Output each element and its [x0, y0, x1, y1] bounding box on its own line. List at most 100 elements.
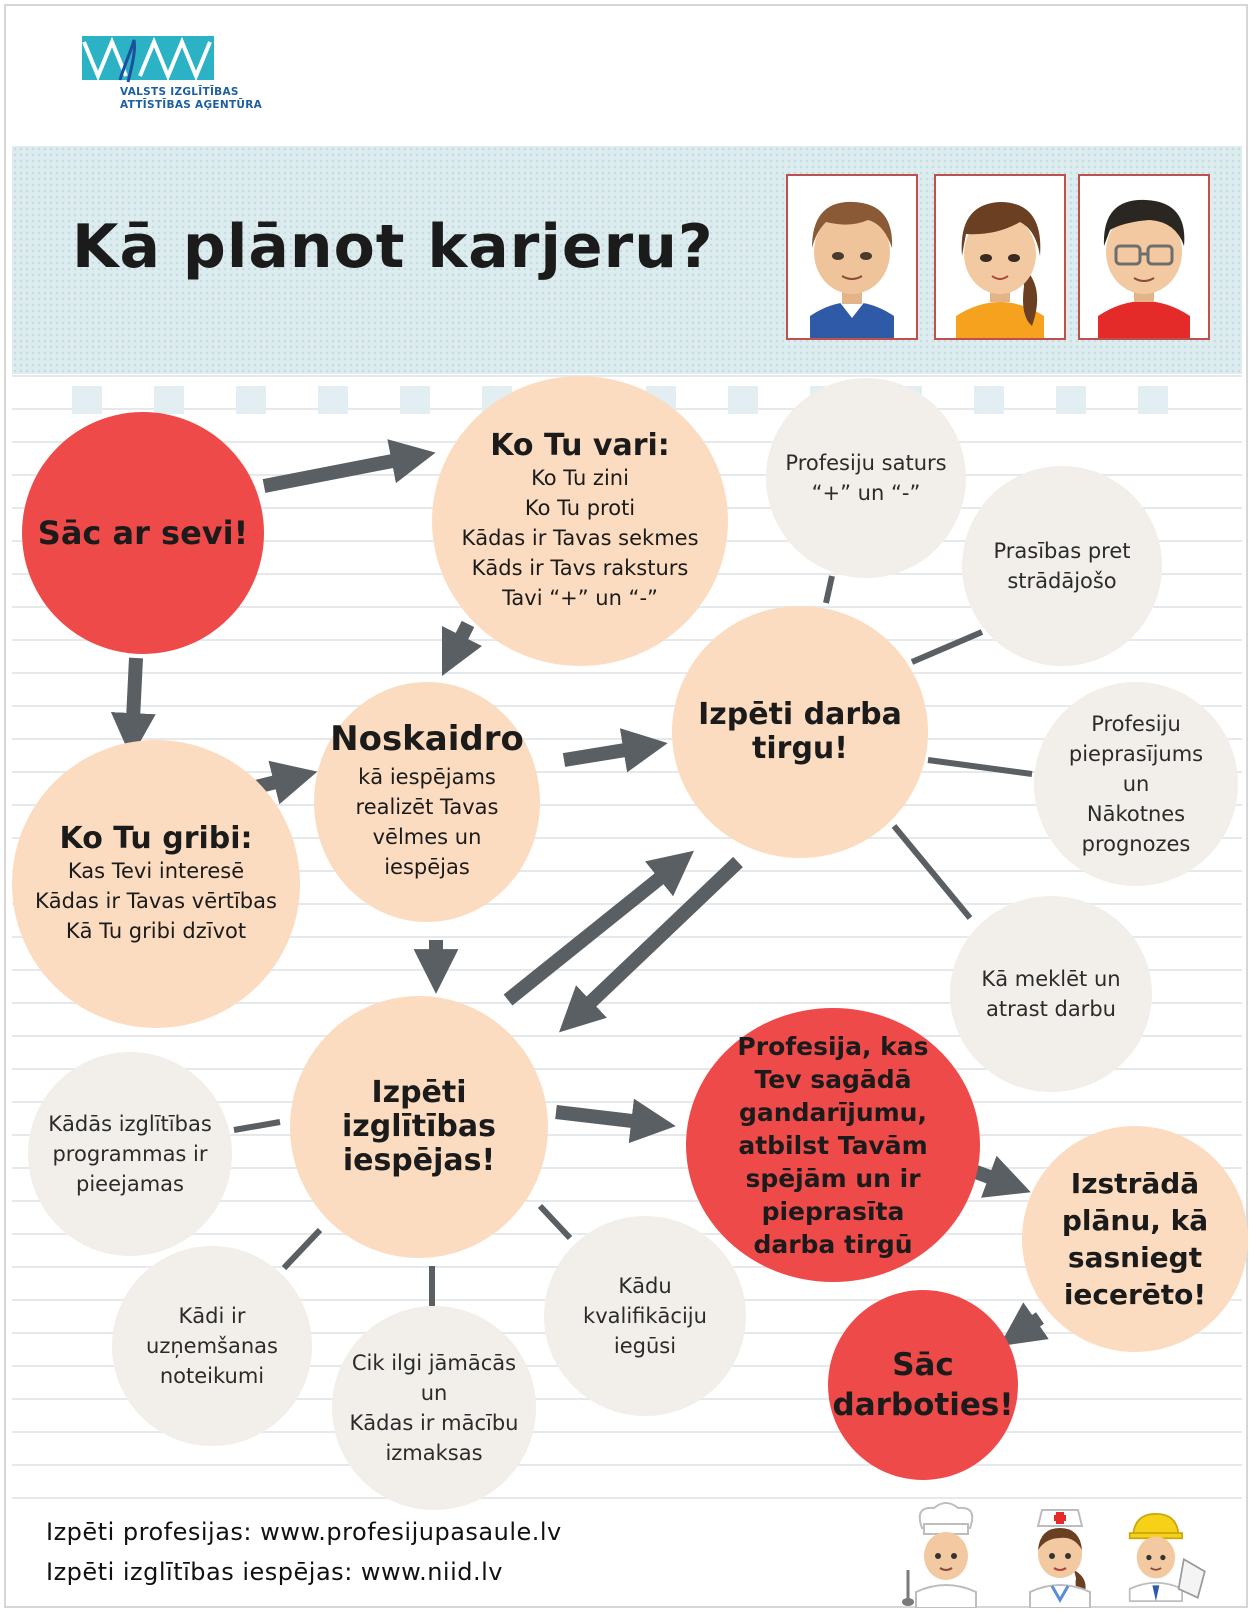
page-title: Kā plānot karjeru? [72, 212, 714, 282]
connector-market-content [823, 575, 835, 604]
node-education-line: iespējas! [342, 1143, 496, 1178]
topic-profession-content: Profesiju saturs “+” un “-” [766, 378, 966, 578]
node-profession-line: Profesija, kas [737, 1031, 929, 1061]
node-can-line: Kādas ir Tavas sekmes [461, 526, 699, 550]
binder-tab [154, 386, 184, 414]
node-start-label: Sāc ar sevi! [37, 514, 249, 552]
topic-line: Kādu [618, 1274, 672, 1298]
node-plan-line: sasniegt [1067, 1241, 1203, 1274]
connector-market-demand [927, 757, 1033, 777]
agency-logo [82, 36, 214, 83]
node-profession-line: Tev sagādā [754, 1064, 912, 1094]
page-frame [4, 4, 1248, 1608]
node-market-title: tirgu! [752, 731, 848, 766]
binder-tab [318, 386, 348, 414]
node-clarify-line: vēlmes un [372, 825, 482, 849]
arrow-plan-to-act [999, 1302, 1049, 1347]
topic-qualification: Kādu kvalifikāciju iegūsi [544, 1216, 746, 1416]
glasses-boy-portrait [1078, 174, 1210, 340]
node-want-line: Kā Tu gribi dzīvot [65, 919, 247, 943]
node-profession-line: atbilst Tavām [738, 1130, 928, 1160]
topic-line: Nākotnes [1086, 802, 1186, 826]
topic-admission: Kādi ir uzņemšanas noteikumi [112, 1246, 312, 1446]
topic-line: Kādās izglītības [48, 1112, 212, 1136]
node-plan-line: Izstrādā [1070, 1167, 1200, 1200]
node-can: Ko Tu vari: Ko Tu zini Ko Tu proti Kādas… [432, 376, 728, 666]
node-market-title: Izpēti darba [698, 697, 902, 732]
topic-line: Prasības pret [993, 539, 1131, 563]
topic-duration-costs: Cik ilgi jāmācās un Kādas ir mācību izma… [332, 1306, 536, 1510]
topic-line: “+” un “-” [811, 481, 921, 505]
agency-name-line1: VALSTS IZGLĪTĪBAS [120, 86, 239, 98]
node-plan-line: iecerēto! [1063, 1278, 1207, 1311]
topic-job-search: Kā meklēt un atrast darbu [950, 896, 1152, 1092]
arrow-education-to-profession [555, 1098, 676, 1144]
binder-tab [236, 386, 266, 414]
node-want-title: Ko Tu gribi: [59, 821, 253, 856]
agency-name-line2: ATTĪSTĪBAS AĢENTŪRA [120, 99, 263, 111]
node-start: Sāc ar sevi! [22, 412, 264, 654]
node-clarify-line: realizēt Tavas [355, 795, 499, 819]
footer-link-education: Izpēti izglītības iespējas: www.niid.lv [46, 1558, 503, 1586]
node-want-line: Kas Tevi interesē [67, 859, 245, 883]
builder-icon [1128, 1512, 1206, 1602]
node-can-line: Kāds ir Tavs raksturs [471, 556, 689, 580]
connector-education-programs [233, 1119, 281, 1133]
connector-education-admission [281, 1227, 323, 1271]
node-education-line: izglītības [342, 1109, 496, 1144]
boy-portrait [786, 174, 918, 340]
nurse-icon [1029, 1509, 1091, 1608]
node-clarify-title: Noskaidro [330, 719, 524, 759]
topic-line: Kādi ir [178, 1304, 246, 1328]
girl-portrait [934, 174, 1066, 340]
node-education-line: Izpēti [371, 1075, 467, 1110]
topic-line: Kā meklēt un [981, 967, 1121, 991]
node-can-line: Ko Tu proti [524, 496, 636, 520]
topic-line: prognozes [1081, 832, 1191, 856]
node-can-title: Ko Tu vari: [490, 428, 670, 463]
node-profession: Profesija, kas Tev sagādā gandarījumu, a… [686, 1008, 980, 1282]
node-clarify-line: iespējas [384, 855, 470, 879]
topic-line: atrast darbu [986, 997, 1116, 1021]
topic-line: Cik ilgi jāmācās [351, 1351, 517, 1375]
topic-line: un [1122, 772, 1150, 796]
node-profession-line: darba tirgū [753, 1229, 913, 1259]
topic-line: pieprasījums [1068, 742, 1204, 766]
binder-tab [974, 386, 1004, 414]
topic-line: pieejamas [76, 1172, 184, 1196]
node-clarify-line: kā iespējams [358, 765, 496, 789]
binder-tab [72, 386, 102, 414]
agency-name: VALSTS IZGLĪTĪBAS ATTĪSTĪBAS AĢENTŪRA [120, 86, 262, 112]
topic-line: izmaksas [385, 1441, 483, 1465]
node-market: Izpēti darba tirgu! [672, 606, 928, 858]
topic-line: iegūsi [613, 1334, 677, 1358]
node-can-line: Tavi “+” un “-” [502, 586, 658, 610]
topic-line: uzņemšanas [146, 1334, 278, 1358]
node-act-line: Sāc [892, 1347, 954, 1383]
node-profession-line: spējām un ir [745, 1163, 921, 1193]
topic-demand: Profesiju pieprasījums un Nākotnes progn… [1034, 682, 1238, 886]
topic-line: Profesiju [1091, 712, 1181, 736]
node-profession-line: gandarījumu, [739, 1097, 927, 1127]
connector-education-qualification [537, 1203, 573, 1241]
node-profession-line: pieprasīta [761, 1196, 905, 1226]
node-plan: Izstrādā plānu, kā sasniegt iecerēto! [1022, 1126, 1248, 1352]
arrow-clarify-to-market [562, 728, 668, 773]
node-act-line: darboties! [832, 1387, 1014, 1423]
topic-programs: Kādās izglītības programmas ir pieejamas [28, 1052, 232, 1256]
node-want: Ko Tu gribi: Kas Tevi interesē Kādas ir … [12, 740, 300, 1028]
node-can-line: Ko Tu zini [531, 466, 629, 490]
arrow-start-to-want [110, 657, 156, 758]
topic-line: programmas ir [52, 1142, 208, 1166]
binder-tab [400, 386, 430, 414]
binder-tab [1056, 386, 1086, 414]
arrow-can-to-clarify [441, 620, 483, 677]
arrow-market-to-education [559, 856, 743, 1033]
node-clarify: Noskaidro kā iespējams realizēt Tavas vē… [314, 682, 540, 922]
topic-line: un [420, 1381, 448, 1405]
footer-link-professions: Izpēti profesijas: www.profesijupasaule.… [46, 1518, 562, 1546]
binder-tab [728, 386, 758, 414]
binder-tab [1138, 386, 1168, 414]
node-education: Izpēti izglītības iespējas! [290, 996, 548, 1258]
